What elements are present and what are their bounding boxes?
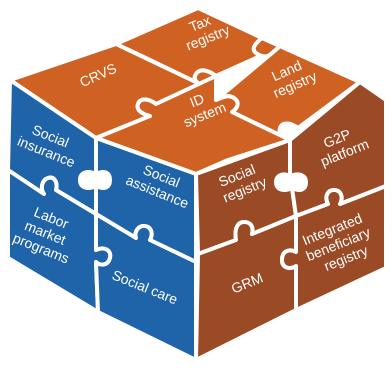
puzzle-piece-id-system	[94, 74, 292, 176]
label-line: Tax	[187, 12, 213, 35]
left-face	[6, 78, 198, 362]
right-face	[194, 80, 388, 362]
puzzle-piece-integrated-beneficiary-registry	[280, 184, 388, 312]
